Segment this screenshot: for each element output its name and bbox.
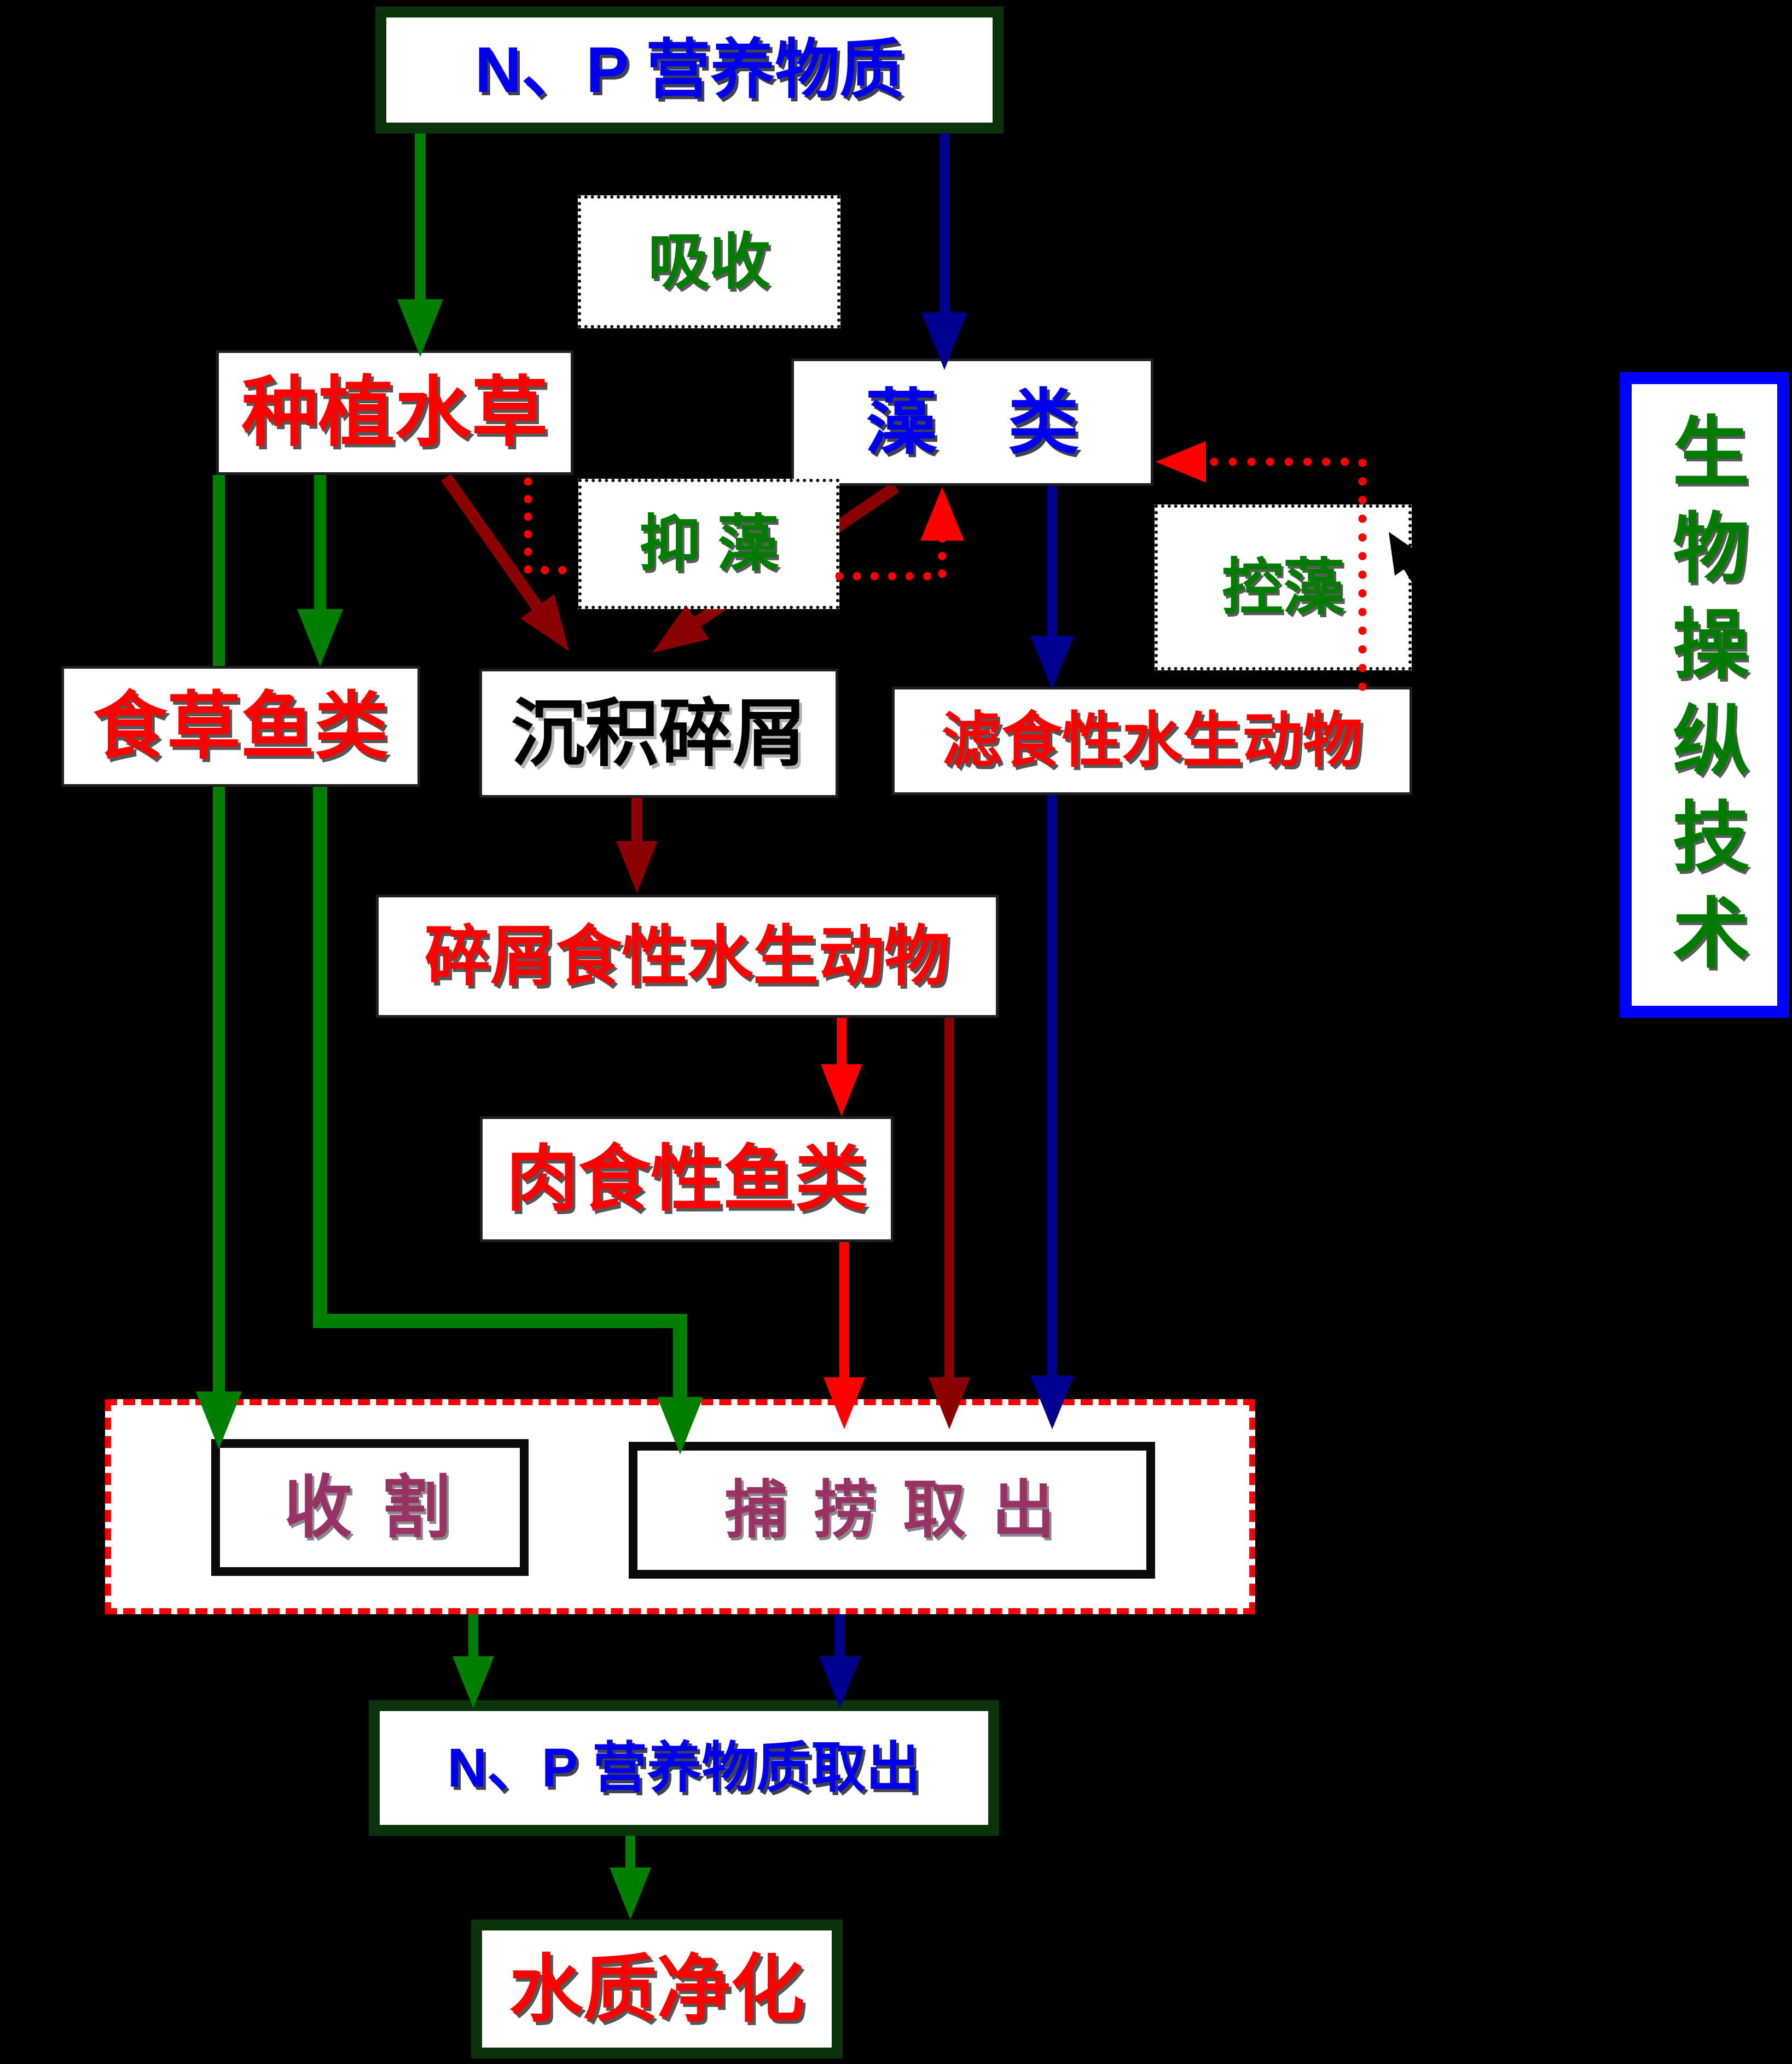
node-absorb-label: 吸收 (648, 227, 770, 296)
arrowhead-algae-to-detritus (652, 605, 709, 653)
arrowhead-np-to-plant (397, 299, 443, 357)
arrowhead-zone-to-npremoval-green (453, 1656, 494, 1708)
node-inhibit-algae-label: 抑 藻 (639, 509, 779, 578)
node-plant-label: 种植水草 (241, 369, 548, 455)
dotted-control-algae-loop (1156, 441, 1367, 691)
arrowhead-detritus-to-detritivores (616, 841, 658, 893)
node-algae: 藻 类 (791, 358, 1153, 486)
arrowhead-detritivores-to-carnivore (821, 1064, 862, 1116)
node-detritivores-label: 碎屑食性水生动物 (425, 919, 950, 993)
node-np-removal-label: N、P 营养物质取出 (447, 1737, 921, 1799)
node-harvest-label: 收 割 (283, 1469, 456, 1546)
node-algae-label: 藻 类 (865, 382, 1079, 462)
annotation-pen-arrow (1389, 532, 1433, 605)
node-sediment-detritus: 沉积碎屑 (479, 669, 838, 798)
node-harvest: 收 割 (211, 1439, 529, 1576)
node-catch-removal: 捕 捞 取 出 (629, 1442, 1155, 1579)
arrowhead-herbivore-to-catch (657, 1397, 703, 1454)
node-inhibit-algae: 抑 藻 (578, 479, 839, 609)
node-detritivores: 碎屑食性水生动物 (376, 895, 999, 1018)
node-np-source: N、P 营养物质 (375, 7, 1004, 134)
side-label-biomanipulation: 生物操纵技术 (1620, 372, 1789, 1018)
node-carnivorous-fish: 肉食性鱼类 (480, 1116, 894, 1242)
arrowhead-plant-to-harvest (196, 1392, 242, 1449)
node-control-algae-label: 控藻 (1222, 553, 1344, 622)
node-filter-feeders: 滤食性水生动物 (892, 687, 1412, 795)
arrowhead-plant-to-herbivore (297, 609, 343, 666)
arrowhead-algae-to-filterfeeders (1030, 636, 1074, 689)
arrowhead-zone-to-npremoval-navy (819, 1656, 861, 1708)
node-filter-feeders-label: 滤食性水生动物 (941, 707, 1363, 774)
node-herbivorous-fish: 食草鱼类 (61, 666, 420, 787)
node-absorb: 吸收 (578, 195, 840, 328)
arrowhead-npremoval-to-purification (610, 1868, 651, 1920)
arrowhead-plant-to-detritus (520, 594, 569, 651)
line-herbivore-to-catch (313, 787, 687, 1400)
arrowhead-carnivore-to-catch (823, 1377, 865, 1429)
node-control-algae: 控藻 (1155, 505, 1412, 670)
node-sediment-detritus-label: 沉积碎屑 (511, 692, 807, 775)
arrow-plant-to-detritus (441, 473, 546, 616)
node-herbivorous-fish-label: 食草鱼类 (93, 685, 388, 768)
node-carnivorous-fish-label: 肉食性鱼类 (506, 1139, 867, 1219)
side-label-text: 生物操纵技术 (1662, 411, 1748, 989)
node-plant: 种植水草 (216, 350, 573, 475)
node-catch-removal-label: 捕 捞 取 出 (724, 1475, 1059, 1545)
node-np-removal: N、P 营养物质取出 (369, 1700, 999, 1836)
node-water-purification-label: 水质净化 (509, 1947, 805, 2031)
arrowhead-np-to-algae (921, 312, 967, 370)
arrowhead-detritivores-to-catch (929, 1377, 970, 1429)
node-water-purification: 水质净化 (471, 1920, 843, 2059)
dotted-plant-to-inhibit (524, 477, 578, 575)
node-np-source-label: N、P 营养物质 (474, 34, 904, 106)
dotted-inhibit-to-algae (835, 487, 964, 581)
arrowhead-filterfeeders-to-catch (1030, 1376, 1074, 1429)
